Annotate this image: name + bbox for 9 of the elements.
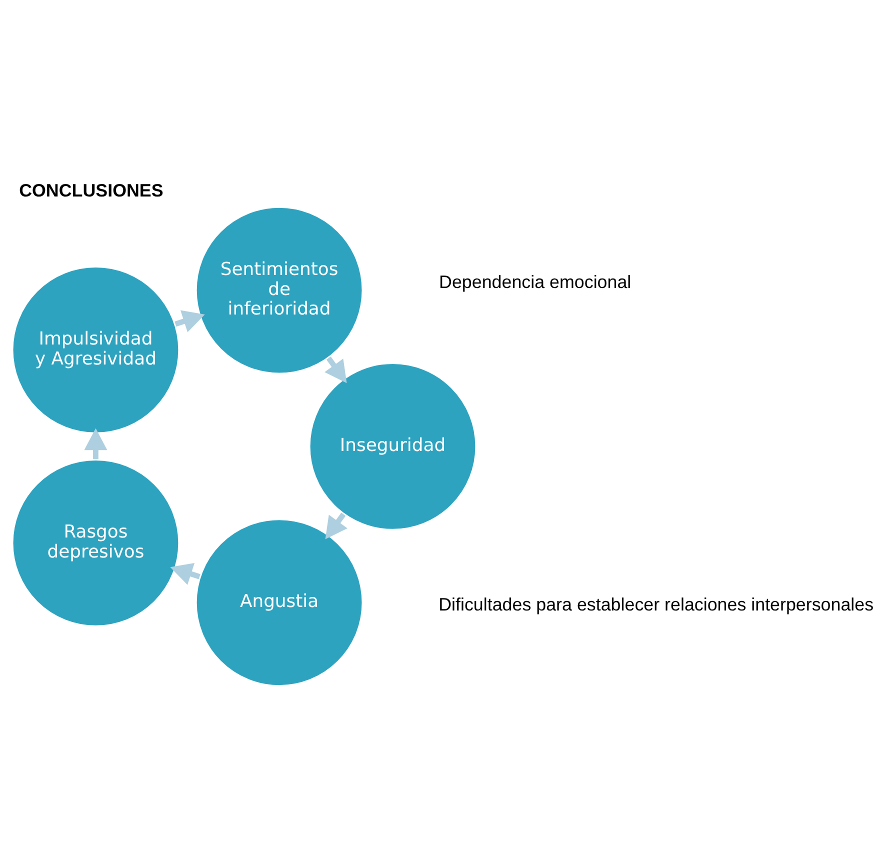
arrow: [325, 512, 348, 539]
arrow: [324, 356, 347, 383]
arrow: [84, 428, 108, 459]
arrow: [174, 310, 205, 332]
arrow: [170, 562, 200, 584]
node-circle: Sentimientos de inferioridad: [194, 204, 364, 375]
label: Dificultades para establecer relaciones interpersonales: [438, 594, 874, 614]
label: Dependencia emocional: [439, 271, 632, 292]
diagram-title: CONCLUSIONES: [19, 180, 164, 200]
